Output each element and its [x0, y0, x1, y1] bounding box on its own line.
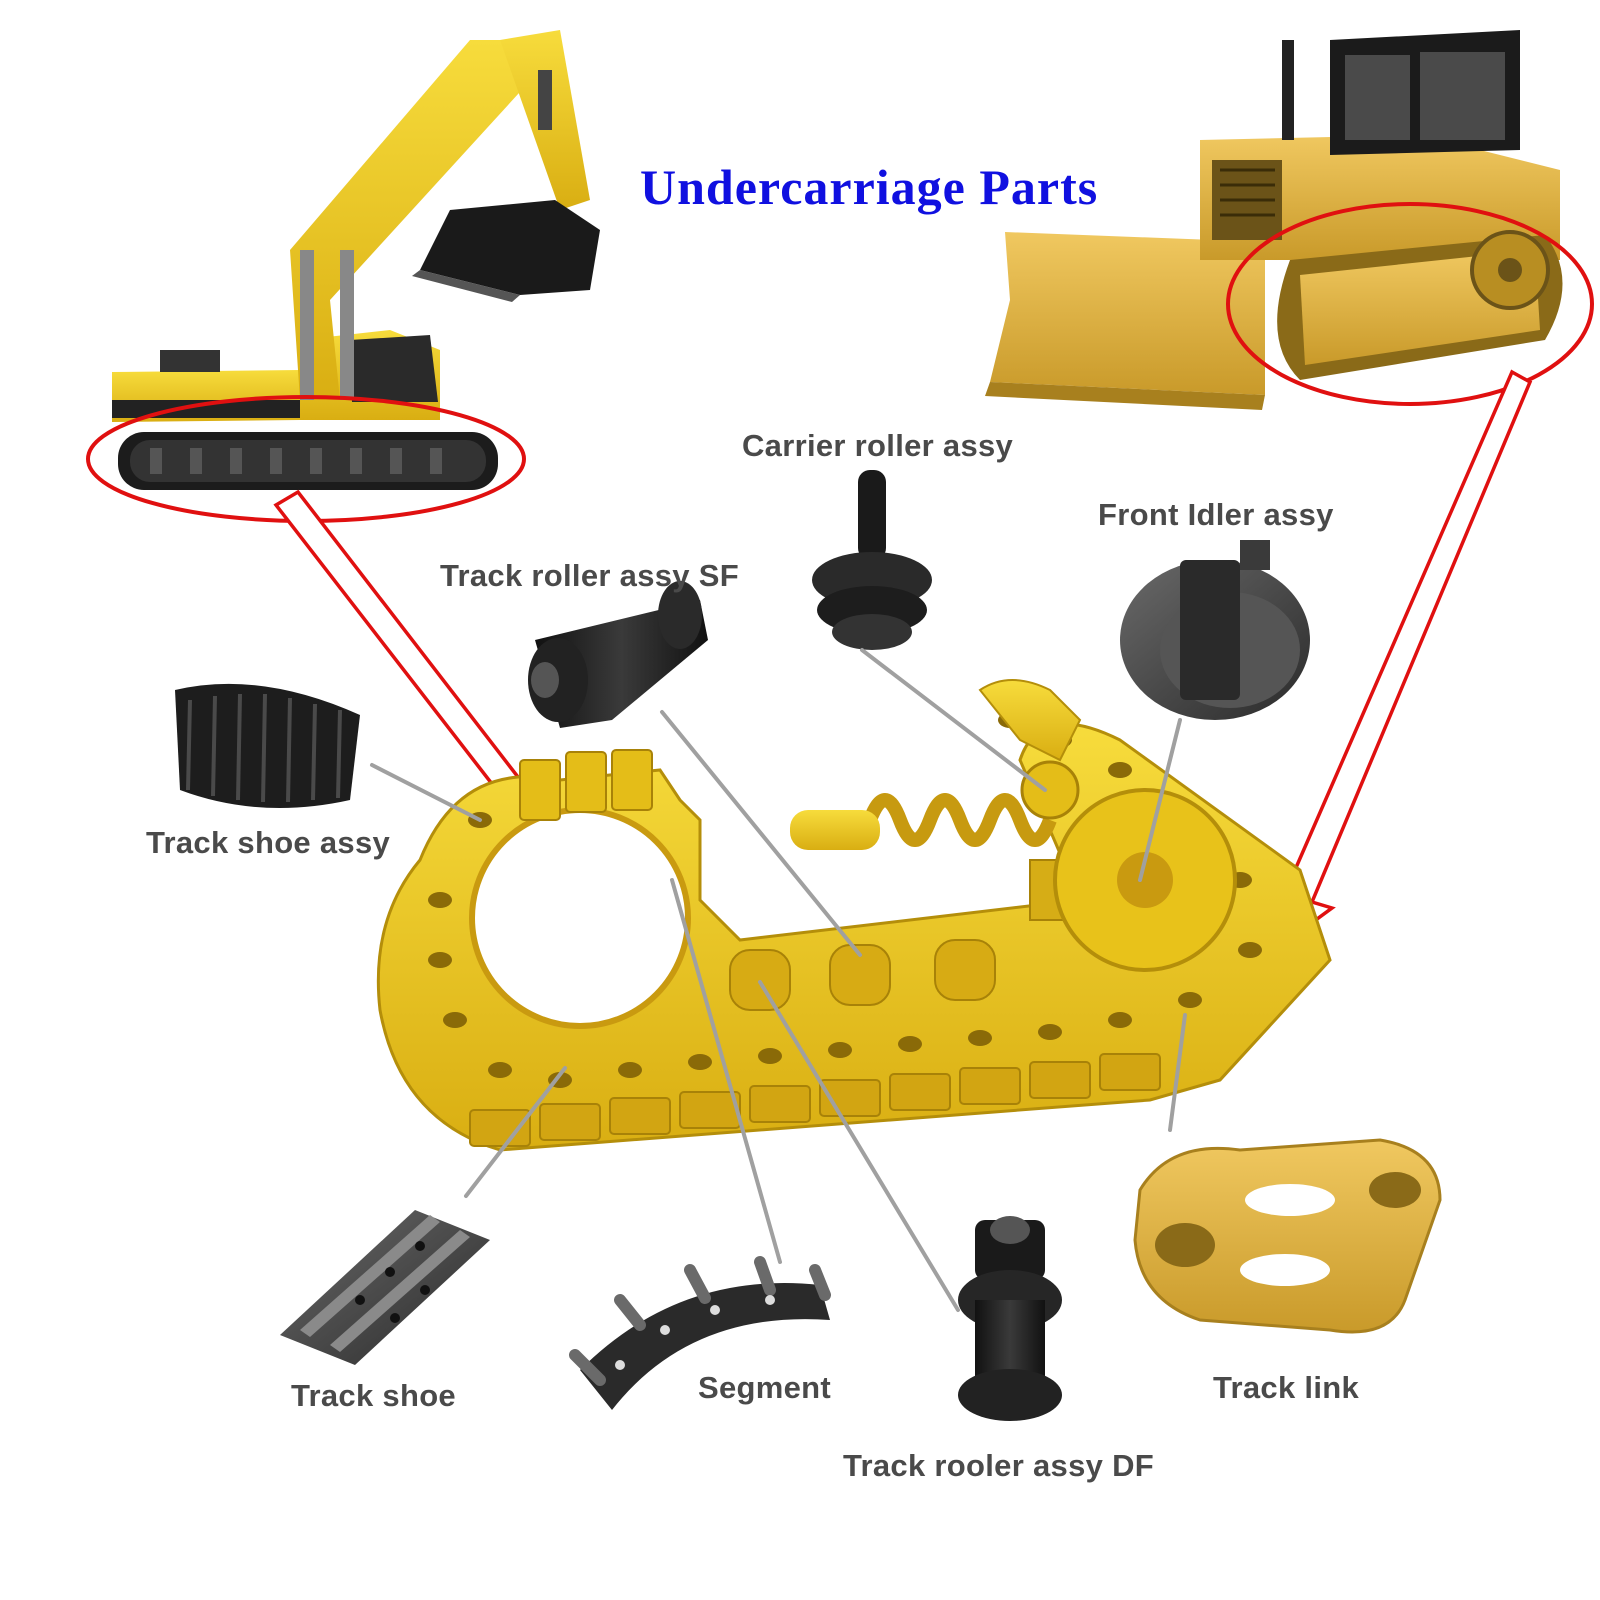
label-track-roller-df: Track rooler assy DF: [843, 1448, 1154, 1483]
excavator-icon: [112, 30, 600, 490]
front-idler-image: [1120, 540, 1310, 720]
segment-image: [569, 1256, 831, 1410]
label-track-roller-sf: Track roller assy SF: [440, 558, 739, 593]
undercarriage-icon: [376, 679, 1332, 1152]
label-track-link: Track link: [1213, 1370, 1360, 1405]
bulldozer-icon: [985, 30, 1563, 410]
track-shoe-image: [280, 1210, 490, 1365]
bulldozer-highlight-ring: [1226, 202, 1594, 406]
carrier-roller-image: [812, 470, 932, 650]
label-track-shoe: Track shoe: [291, 1378, 456, 1413]
label-front-idler: Front Idler assy: [1098, 497, 1334, 532]
label-track-shoe-assy: Track shoe assy: [146, 825, 391, 860]
track-roller-sf-image: [528, 581, 708, 728]
label-carrier-roller: Carrier roller assy: [742, 428, 1014, 463]
label-segment: Segment: [698, 1370, 832, 1405]
page-title: Undercarriage Parts: [640, 159, 1099, 215]
leader-lines: [370, 648, 1187, 1312]
track-link-image: [1133, 1138, 1442, 1334]
track-roller-df-image: [958, 1216, 1062, 1421]
track-shoe-assy-image: [175, 683, 360, 808]
